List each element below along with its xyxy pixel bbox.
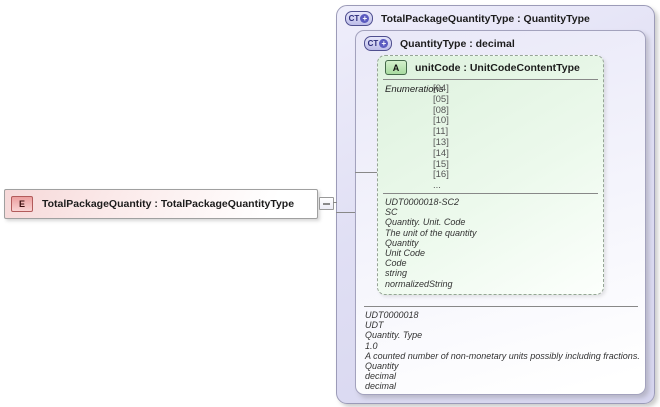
plus-icon: + — [379, 39, 389, 48]
element-icon: E — [11, 196, 33, 212]
annotation-separator — [364, 306, 638, 307]
enumerations-label: Enumerations — [385, 84, 444, 95]
inner-complextype-title: QuantityType : decimal — [400, 37, 515, 50]
complextype-icon-label: CT — [367, 38, 379, 48]
complextype-icon-label: CT — [348, 13, 360, 23]
complextype-header: CT + TotalPackageQuantityType : Quantity… — [345, 11, 590, 26]
enumerations-list: [04] [05] [08] [10] [11] [13] [14] [15] … — [433, 83, 449, 192]
type-annotation: UDT0000018 UDT Quantity. Type 1.0 A coun… — [365, 310, 640, 392]
element-box-totalpackagequantity[interactable]: E TotalPackageQuantity : TotalPackageQua… — [4, 189, 318, 219]
attribute-icon: A — [385, 60, 407, 75]
complextype-title: TotalPackageQuantityType : QuantityType — [381, 12, 590, 25]
plus-icon: + — [360, 14, 370, 23]
connector-line — [336, 212, 355, 213]
attribute-header: A unitCode : UnitCodeContentType — [385, 60, 580, 75]
collapse-handle[interactable] — [319, 197, 334, 210]
attribute-annotation: UDT0000018-SC2 SC Quantity. Unit. Code T… — [385, 197, 477, 289]
complextype-icon: CT + — [364, 36, 392, 51]
attribute-header-separator — [383, 79, 598, 80]
attribute-title: unitCode : UnitCodeContentType — [415, 61, 580, 74]
minus-icon — [323, 202, 330, 205]
attribute-box-unitcode[interactable]: A unitCode : UnitCodeContentType Enumera… — [377, 55, 604, 295]
element-label: TotalPackageQuantity : TotalPackageQuant… — [42, 198, 295, 210]
complextype-icon: CT + — [345, 11, 373, 26]
inner-complextype-header: CT + QuantityType : decimal — [364, 36, 515, 51]
enumerations-separator — [383, 193, 598, 194]
connector-line — [355, 172, 377, 173]
connector-line — [333, 202, 337, 203]
